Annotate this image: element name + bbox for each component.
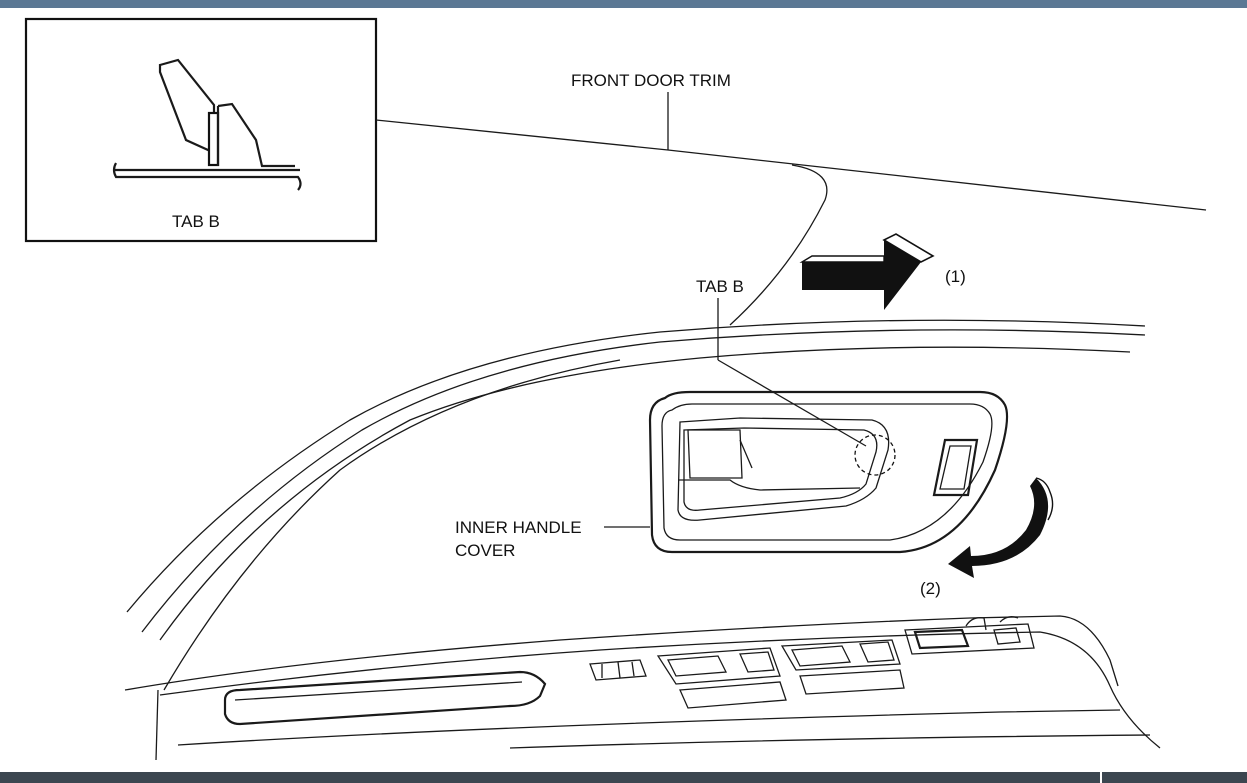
- pillar-curve: [729, 164, 828, 326]
- belt-line-3: [159, 346, 1131, 641]
- tab-b-leader: [717, 359, 867, 447]
- arrow-2-icon: [948, 477, 1054, 578]
- inner-handle-label-line1: INNER HANDLE: [455, 518, 582, 537]
- arrow-1-icon: [799, 233, 935, 310]
- bottom-frame-bar: [0, 772, 1247, 783]
- inner-handle-label-line2: COVER: [455, 541, 515, 560]
- step-1-label: (1): [945, 267, 966, 286]
- belt-line-1: [126, 319, 1146, 613]
- front-door-trim-leader: [375, 119, 669, 151]
- belt-line-2: [141, 329, 1146, 633]
- inner-handle-cover: [648, 390, 1009, 554]
- inset-detail: TAB B: [24, 17, 378, 243]
- tab-b-label: TAB B: [696, 277, 744, 296]
- front-door-trim-label: FRONT DOOR TRIM: [571, 71, 731, 90]
- belt-line-4: [163, 359, 621, 691]
- inset-tab-label: TAB B: [172, 212, 220, 231]
- step-2-label: (2): [920, 579, 941, 598]
- bottom-bar-separator: [1100, 772, 1102, 783]
- trim-top-edge: [667, 149, 1207, 211]
- switch-panel: [124, 615, 1161, 761]
- top-frame-bar: [0, 0, 1247, 8]
- door-trim-diagram: TAB B FRONT DOOR TRIM TAB B (1) INN: [24, 17, 1207, 761]
